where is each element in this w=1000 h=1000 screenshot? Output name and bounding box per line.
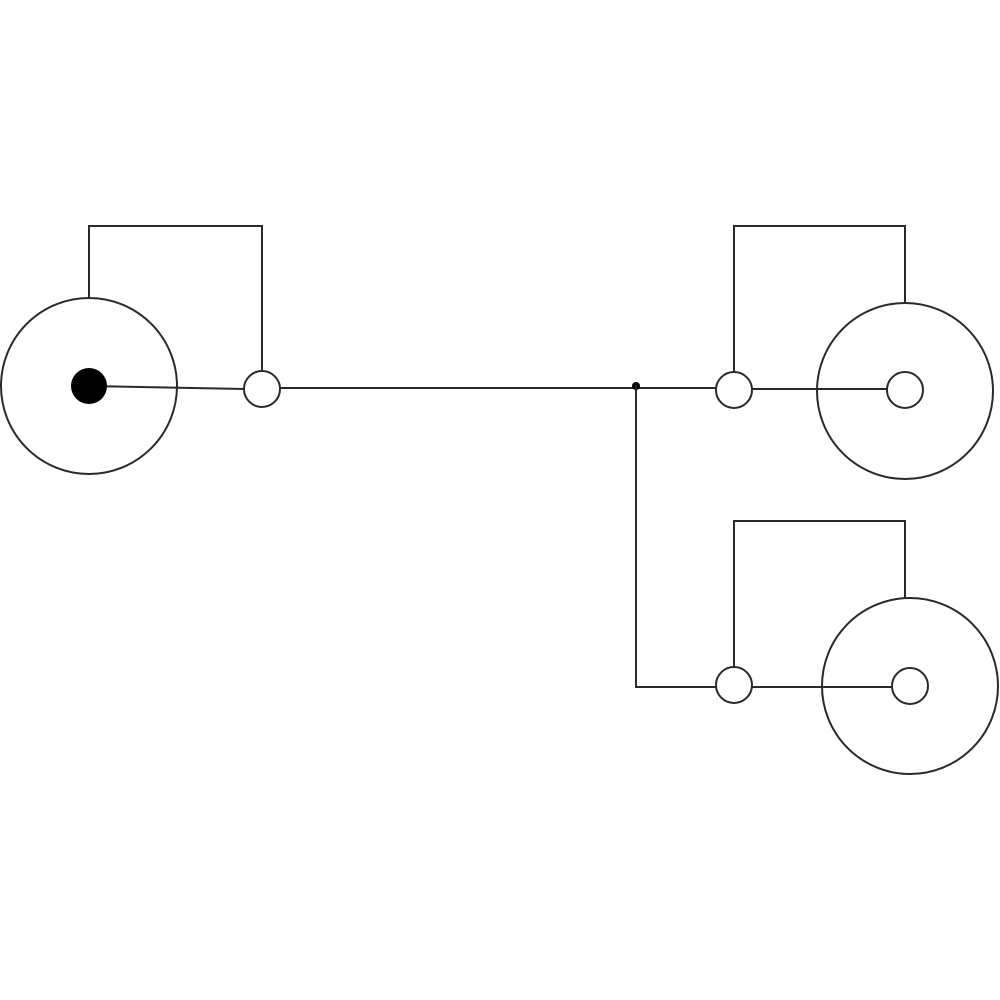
branch-wire bbox=[635, 385, 718, 688]
input-shield-ring bbox=[243, 370, 281, 408]
input-center-pin bbox=[71, 368, 107, 404]
input-signal-wire bbox=[87, 384, 246, 391]
output-top-center-pin bbox=[886, 371, 924, 409]
output-bottom-shield-ring bbox=[715, 666, 753, 704]
output-connector-bottom bbox=[715, 520, 999, 775]
output-top-shield-loop bbox=[733, 225, 906, 373]
output-bottom-shield-loop bbox=[733, 520, 906, 668]
split-junction bbox=[632, 382, 718, 688]
output-top-shield-ring bbox=[715, 371, 753, 409]
input-connector bbox=[0, 225, 281, 475]
output-connector-top bbox=[715, 225, 994, 480]
input-shield-loop bbox=[88, 225, 263, 371]
output-bottom-center-pin bbox=[891, 667, 929, 705]
